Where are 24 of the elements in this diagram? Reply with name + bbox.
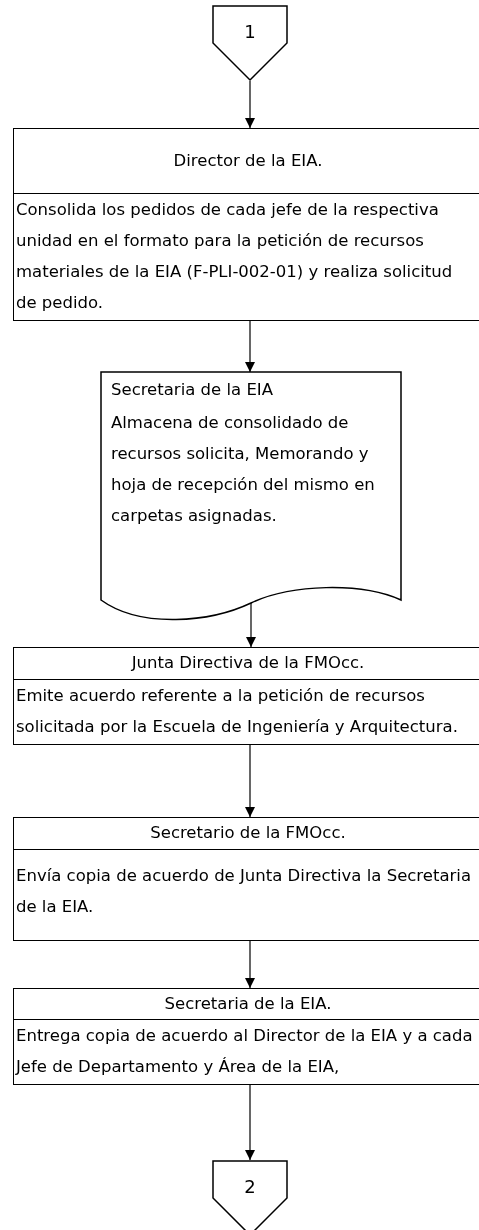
task-description: Emite acuerdo referente a la petición de recursos solicitada por la Escuela de Ingeniería y Arquitectura. (16, 686, 458, 736)
document-text: Secretaria de la EIA (111, 380, 273, 399)
task-description: Consolida los pedidos de cada jefe de la respectiva unidad en el formato para la petición de recursos materiales de la EIA (F-PLI-002-01) y realiza solicitud de pedido. (16, 200, 453, 312)
role-heading: Secretario de la FMOcc. (150, 824, 346, 843)
process-box (13, 647, 479, 745)
arrow (245, 320, 255, 373)
document-text: Almacena de consolidado de recursos solicita, Memorando y hoja de recepción del mismo en carpetas asignadas. (111, 413, 375, 525)
connector-number: 1 (244, 21, 256, 42)
arrow (245, 1084, 255, 1161)
process-box (13, 128, 479, 321)
role-heading: Director de la EIA. (173, 151, 323, 171)
arrow (245, 940, 255, 989)
off-page-connector (212, 1160, 288, 1230)
role-heading: Secretaria de la EIA. (164, 994, 332, 1014)
arrow (246, 602, 256, 648)
process-box (13, 817, 479, 941)
task-description: Entrega copia de acuerdo al Director de la EIA y a cada Jefe de Departamento y Área de la EIA, (16, 1026, 473, 1076)
arrow (245, 80, 255, 129)
arrow (245, 744, 255, 818)
off-page-connector (212, 5, 288, 81)
task-description: Envía copia de acuerdo de Junta Directiva la Secretaria de la EIA. (16, 866, 471, 916)
role-heading: Junta Directiva de la FMOcc. (131, 654, 365, 673)
connector-number: 2 (244, 1176, 256, 1197)
process-box (13, 988, 479, 1085)
